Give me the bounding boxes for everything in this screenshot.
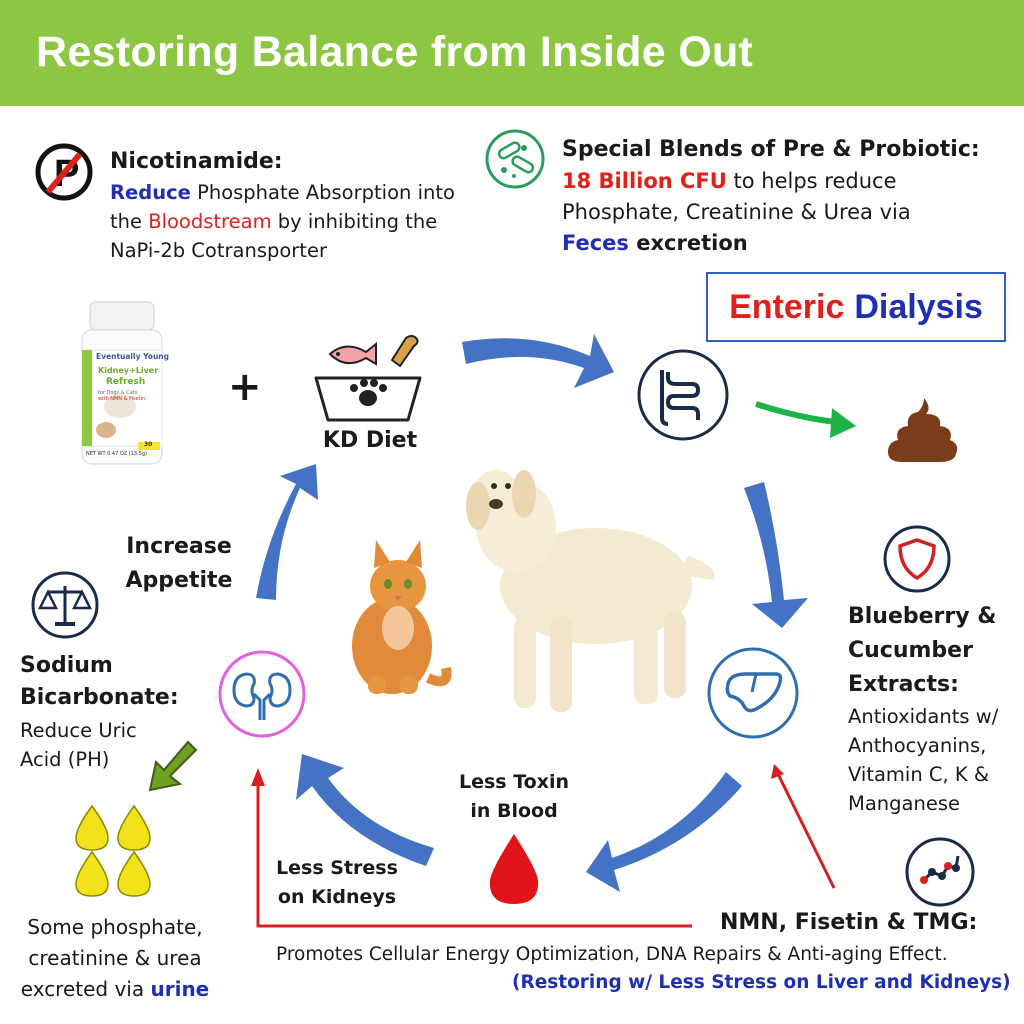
blueberry-title3: Extracts: — [848, 672, 959, 697]
cat-image — [338, 528, 456, 698]
balance-scale-icon — [30, 570, 100, 640]
arrow-right — [744, 482, 808, 628]
product-sub2: with NMN & Fisetin — [98, 396, 146, 402]
appetite-line1: Increase — [126, 534, 232, 559]
nicotinamide-line2-rest: by inhibiting the — [271, 210, 438, 233]
blueberry-title1: Blueberry & — [848, 604, 997, 629]
nicotinamide-text: Nicotinamide: Reduce Phosphate Absorptio… — [110, 146, 490, 265]
blueberry-text: Blueberry & Cucumber Extracts: Antioxida… — [848, 600, 1020, 818]
sodium-text: Sodium Bicarbonate: Reduce Uric Acid (PH… — [20, 650, 220, 774]
molecule-icon — [904, 836, 976, 908]
appetite-label: Increase Appetite — [120, 530, 238, 598]
nmn-line2: (Restoring w/ Less Stress on Liver and K… — [512, 972, 1011, 993]
nicotinamide-line3: NaPi-2b Cotransporter — [110, 239, 327, 262]
kidney-stress-label: Less Stress on Kidneys — [272, 854, 402, 912]
urine-droplets-icon — [72, 802, 156, 902]
urine-line2: creatinine & urea — [28, 946, 202, 970]
blueberry-line1: Antioxidants w/ — [848, 705, 999, 728]
kd-diet-label: KD Diet — [322, 428, 418, 453]
liver-icon — [706, 646, 800, 740]
kidney-stress-line1: Less Stress — [276, 857, 398, 879]
toxin-label: Less Toxin in Blood — [446, 768, 582, 826]
product-bottle: Eventually Young Kidney+Liver Refresh fo… — [76, 300, 170, 468]
arrow-top — [462, 334, 614, 388]
enteric-dialysis-box: Enteric Dialysis — [706, 272, 1006, 342]
nicotinamide-bloodstream: Bloodstream — [148, 210, 272, 233]
nmn-line1: Promotes Cellular Energy Optimization, D… — [276, 944, 948, 965]
bacteria-icon — [484, 128, 546, 190]
blueberry-line2: Anthocyanins, — [848, 734, 987, 757]
nicotinamide-line1: Phosphate Absorption into — [190, 181, 455, 204]
pet-food-bowl-icon — [312, 330, 424, 426]
urine-line1: Some phosphate, — [27, 915, 203, 939]
urine-word: urine — [150, 977, 210, 1001]
product-name1: Kidney — [98, 366, 130, 375]
product-name2: Liver — [135, 366, 159, 375]
header-banner — [0, 0, 1024, 106]
probiotic-text: Special Blends of Pre & Probiotic: 18 Bi… — [562, 134, 1002, 259]
sodium-line2: Acid (PH) — [20, 748, 110, 771]
dialysis-word: Dialysis — [854, 287, 983, 326]
sodium-title1: Sodium — [20, 653, 113, 678]
dog-image — [456, 456, 722, 720]
shield-icon — [882, 524, 952, 594]
blueberry-line4: Manganese — [848, 792, 960, 815]
product-name-plus: + — [129, 366, 136, 375]
product-brand: Eventually Young — [96, 352, 170, 361]
sodium-line1: Reduce Uric — [20, 719, 137, 742]
nicotinamide-line2-pre: the — [110, 210, 149, 233]
toxin-line1: Less Toxin — [458, 771, 569, 793]
arrow-bottom-left — [296, 754, 434, 866]
probiotic-feces: Feces — [562, 231, 629, 255]
nmn-title: NMN, Fisetin & TMG: — [720, 910, 978, 935]
kidney-icon — [216, 648, 308, 740]
probiotic-cfu: 18 Billion CFU — [562, 169, 727, 193]
arrow-bottom-right — [586, 772, 742, 892]
plus-sign: + — [228, 364, 262, 410]
probiotic-line1: to helps reduce — [726, 169, 897, 193]
product-sub1: for Dogs & Cats — [98, 390, 138, 396]
kidney-stress-line2: on Kidneys — [277, 886, 397, 908]
blueberry-line3: Vitamin C, K & — [848, 763, 990, 786]
probiotic-line2: Phosphate, Creatinine & Urea via — [562, 200, 911, 224]
page-title: Restoring Balance from Inside Out — [36, 28, 754, 76]
toxin-line2: in Blood — [470, 800, 558, 822]
probiotic-line3: excretion — [628, 231, 748, 255]
sodium-title2: Bicarbonate: — [20, 685, 179, 710]
intestine-icon — [636, 348, 730, 442]
no-phosphate-icon: P — [34, 142, 94, 202]
urine-text: Some phosphate, creatinine & urea excret… — [10, 912, 220, 1005]
product-weight: NET WT 0.47 OZ (13.5g) — [86, 451, 148, 457]
nicotinamide-title: Nicotinamide: — [110, 149, 283, 174]
urine-line3-pre: excreted via — [20, 977, 151, 1001]
poop-icon — [884, 394, 960, 464]
nicotinamide-reduce: Reduce — [110, 181, 191, 204]
blood-drop-icon — [484, 832, 544, 908]
product-name3: Refresh — [106, 377, 146, 387]
product-count: 30 — [144, 441, 153, 448]
probiotic-title: Special Blends of Pre & Probiotic: — [562, 137, 980, 162]
product-name-line1: Kidney+Liver — [98, 366, 158, 375]
blueberry-title2: Cucumber — [848, 638, 973, 663]
arrow-left — [256, 464, 318, 600]
appetite-line2: Appetite — [125, 568, 233, 593]
enteric-word: Enteric — [729, 287, 845, 326]
